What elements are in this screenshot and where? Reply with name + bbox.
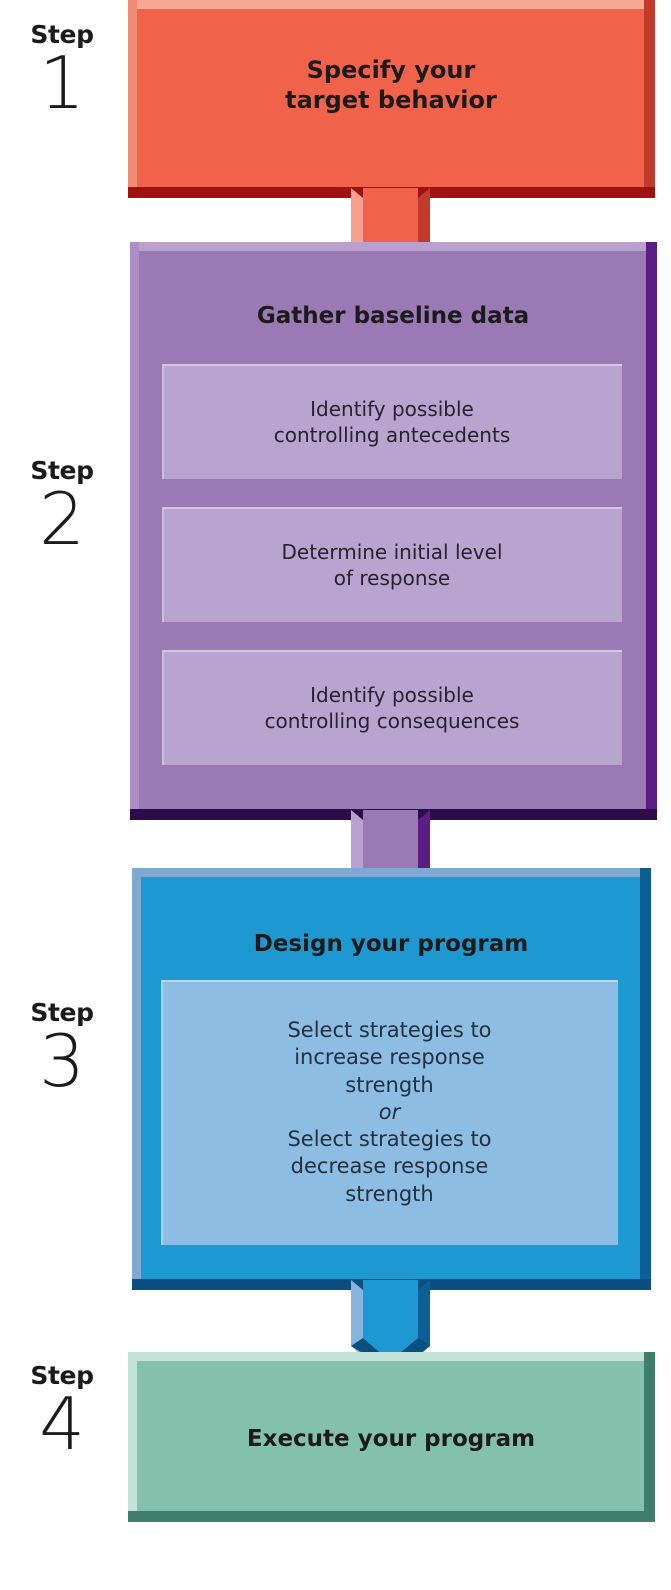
step-4-box-face: [128, 1352, 655, 1522]
step-3-word: Step: [30, 998, 94, 1027]
arrow-step3-to-step4: [339, 1280, 442, 1370]
step-2-subbox-3-line-1: Identify possible: [310, 682, 474, 707]
step-3-bevel-right: [640, 868, 651, 1290]
step-3-line-or: or: [378, 1099, 401, 1124]
step-1-bevel-top: [128, 0, 655, 9]
step-2-heading: Gather baseline data: [141, 302, 645, 331]
step-1-heading-line-1: Specify your: [306, 56, 476, 84]
step-2-subbox-1[interactable]: Identify possible controlling antecedent…: [162, 364, 622, 479]
step-3-heading: Design your program: [143, 930, 639, 959]
step-4-box[interactable]: Execute your program: [128, 1352, 655, 1522]
step-4-word: Step: [30, 1361, 94, 1390]
step-3-subbox-1[interactable]: Select strategies to increase response s…: [161, 980, 618, 1245]
step-3-line-5: Select strategies to: [287, 1127, 492, 1152]
step-1-bevel-right: [644, 0, 655, 198]
step-2-word: Step: [30, 456, 94, 485]
step-2-subbox-3[interactable]: Identify possible controlling consequenc…: [162, 650, 622, 765]
step-2-subbox-3-text: Identify possible controlling consequenc…: [162, 682, 622, 734]
step-2-box[interactable]: Gather baseline data Identify possible c…: [130, 242, 657, 820]
step-1-word: Step: [30, 20, 94, 49]
step-2-subbox-2[interactable]: Determine initial level of response: [162, 507, 622, 622]
step-3-label: Step 3: [0, 998, 124, 1103]
step-1-box[interactable]: Specify your target behavior: [128, 0, 655, 198]
step-4-number: 4: [39, 1382, 85, 1466]
step-2-bevel-top: [130, 242, 657, 251]
step-3-line-6: decrease response: [290, 1154, 489, 1179]
step-1-heading: Specify your target behavior: [139, 55, 643, 115]
step-3-bevel-left: [132, 868, 141, 1290]
step-1-heading-line-2: target behavior: [285, 86, 497, 115]
step-4-bevel-top: [128, 1352, 655, 1361]
step-4-bevel-right: [644, 1352, 655, 1522]
step-3-number: 3: [39, 1019, 85, 1103]
step-2-heading-text: Gather baseline data: [256, 303, 530, 329]
step-2-bevel-right: [646, 242, 657, 820]
step-1-number: 1: [39, 41, 85, 125]
step-3-bevel-top: [132, 868, 651, 877]
step-2-subbox-1-line-2: controlling antecedents: [273, 422, 511, 447]
step-3-line-1: Select strategies to: [287, 1017, 492, 1042]
step-2-subbox-2-line-2: of response: [333, 565, 451, 590]
step-4-heading-text: Execute your program: [246, 1426, 536, 1452]
step-3-heading-text: Design your program: [253, 931, 529, 957]
step-4-bevel-bottom: [128, 1511, 655, 1522]
step-1-label: Step 1: [0, 20, 124, 125]
step-2-subbox-2-line-1: Determine initial level: [281, 539, 503, 564]
step-2-bevel-left: [130, 242, 139, 820]
step-2-subbox-3-line-2: controlling consequences: [264, 708, 520, 733]
step-3-line-2: increase response: [294, 1045, 485, 1070]
step-3-subbox-1-text: Select strategies to increase response s…: [161, 1017, 618, 1208]
step-2-label: Step 2: [0, 456, 124, 561]
step-4-heading: Execute your program: [139, 1425, 643, 1454]
step-2-subbox-1-line-1: Identify possible: [310, 396, 474, 421]
step-3-box[interactable]: Design your program Select strategies to…: [132, 868, 651, 1290]
step-1-box-face: [128, 0, 655, 198]
step-2-number: 2: [39, 477, 85, 561]
step-2-subbox-2-text: Determine initial level of response: [162, 539, 622, 591]
step-4-label: Step 4: [0, 1361, 124, 1466]
step-1-bevel-left: [128, 0, 137, 198]
step-2-subbox-1-text: Identify possible controlling antecedent…: [162, 396, 622, 448]
step-4-bevel-left: [128, 1352, 137, 1522]
step-3-line-7: strength: [345, 1181, 434, 1206]
step-3-line-3: strength: [345, 1072, 434, 1097]
